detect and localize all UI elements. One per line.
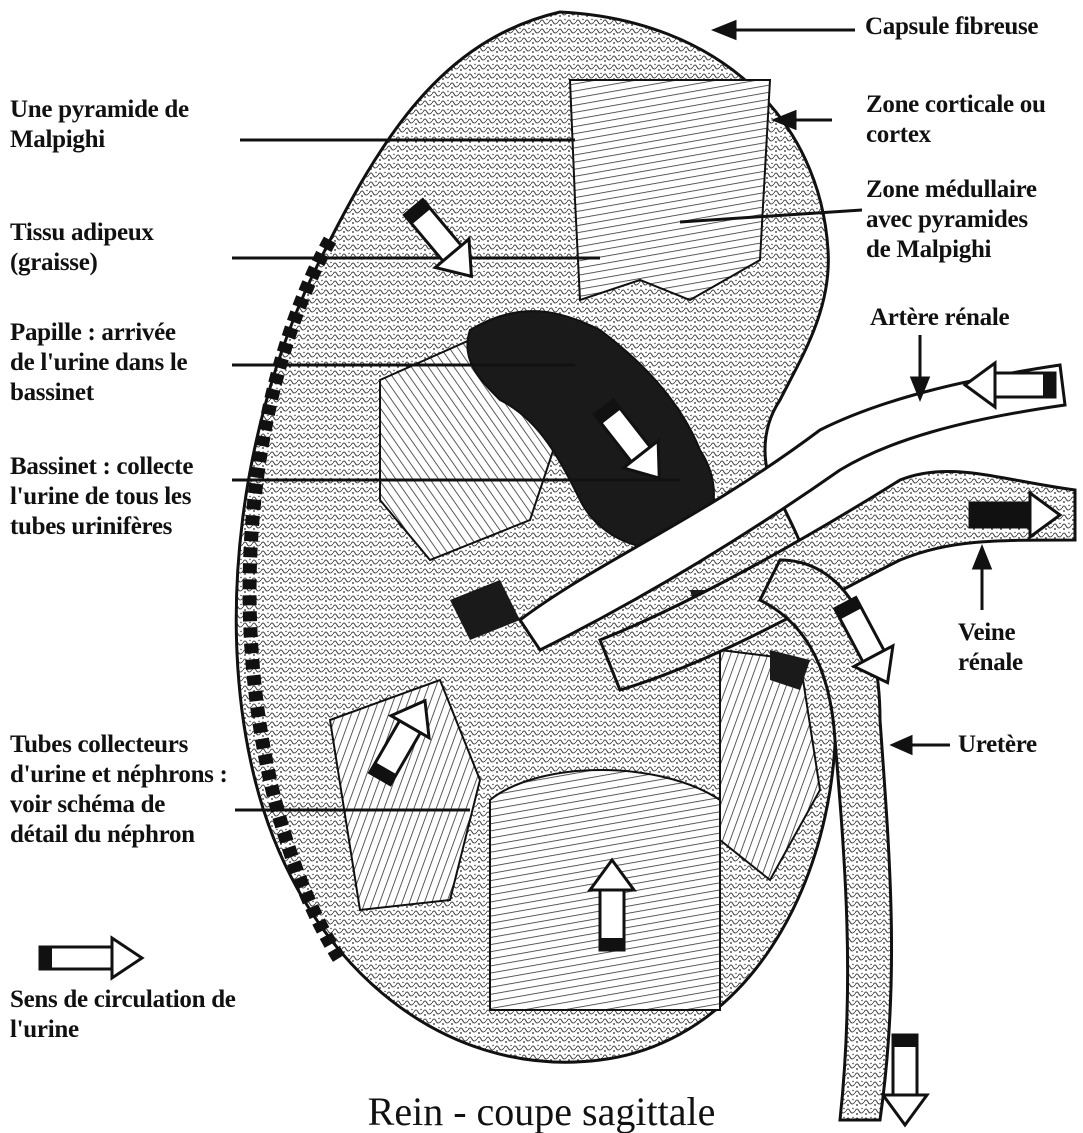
diagram-title: Rein - coupe sagittale	[0, 1088, 1083, 1133]
label-renal-vein: Veine rénale	[958, 618, 1023, 678]
label-legend: Sens de circulation de l'urine	[10, 985, 236, 1045]
label-malpighi-pyramid: Une pyramide de Malpighi	[10, 95, 189, 155]
label-renal-artery: Artère rénale	[870, 303, 1009, 333]
label-papilla: Papille : arrivée de l'urine dans le bas…	[10, 318, 187, 408]
label-cortex: Zone corticale ou cortex	[866, 90, 1046, 150]
label-collecting-tubes: Tubes collecteurs d'urine et néphrons : …	[10, 730, 228, 850]
pyramid-top	[570, 80, 770, 300]
label-adipose-tissue: Tissu adipeux (graisse)	[10, 218, 154, 278]
legend-arrow	[40, 938, 142, 978]
label-renal-pelvis: Bassinet : collecte l'urine de tous les …	[10, 452, 193, 542]
label-ureter: Uretère	[958, 730, 1037, 760]
label-medulla: Zone médullaire avec pyramides de Malpig…	[866, 175, 1037, 265]
label-fibrous-capsule: Capsule fibreuse	[865, 12, 1038, 42]
